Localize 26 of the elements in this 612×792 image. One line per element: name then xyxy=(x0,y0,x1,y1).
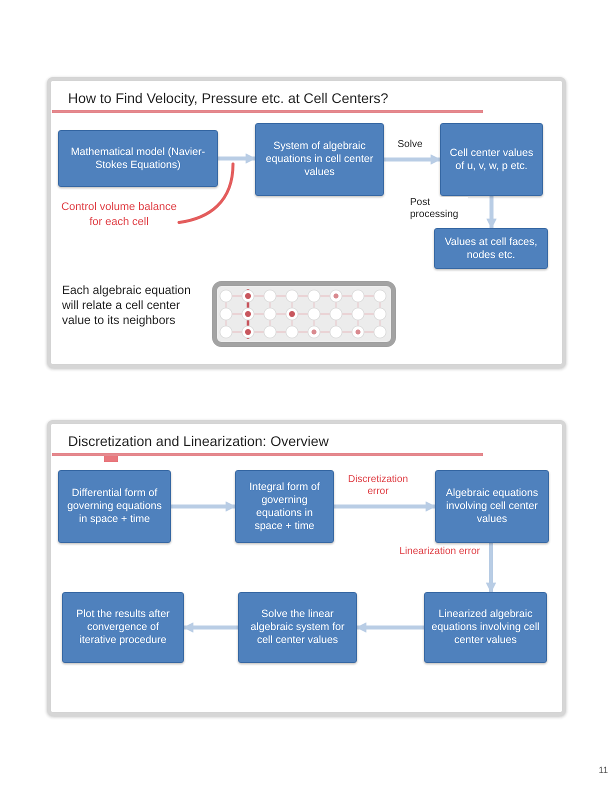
process-box: Plot the results after convergence of iterative procedure xyxy=(62,592,184,663)
process-box: Mathematical model (Navier-Stokes Equations) xyxy=(58,130,218,187)
slide-title: How to Find Velocity, Pressure etc. at Cell Centers? xyxy=(68,90,388,107)
process-box: System of algebraic equations in cell center values xyxy=(255,123,384,196)
process-box: Solve the linear algebraic system for cell center values xyxy=(238,592,357,663)
process-box: Differential form of governing equations in space + time xyxy=(58,470,171,543)
process-box: Linearized algebraic equations involving cell center values xyxy=(424,592,547,663)
slide-title: Discretization and Linearization: Overview xyxy=(68,433,329,450)
process-box: Values at cell faces, nodes etc. xyxy=(434,228,548,269)
leader-line xyxy=(178,162,234,224)
annotation-text: Control volume balance for each cell xyxy=(59,198,179,232)
arrow xyxy=(355,622,426,633)
arrow xyxy=(216,153,257,164)
arrow xyxy=(169,501,237,512)
page-number: 11 xyxy=(598,764,608,776)
arrow xyxy=(486,194,497,230)
process-box: Integral form of governing equations in space + time xyxy=(235,470,334,543)
note-text: Each algebraic equation will relate a cell center value to its neighbors xyxy=(62,283,192,328)
arrow xyxy=(486,541,496,594)
arrow xyxy=(382,154,442,165)
arrow xyxy=(332,501,437,512)
slide-panel xyxy=(47,420,566,716)
slide-panel xyxy=(47,77,566,368)
arrow xyxy=(182,622,240,633)
process-box: Algebraic equations involving cell center values xyxy=(435,470,549,543)
process-box: Cell center values of u, v, w, p etc. xyxy=(440,123,543,196)
